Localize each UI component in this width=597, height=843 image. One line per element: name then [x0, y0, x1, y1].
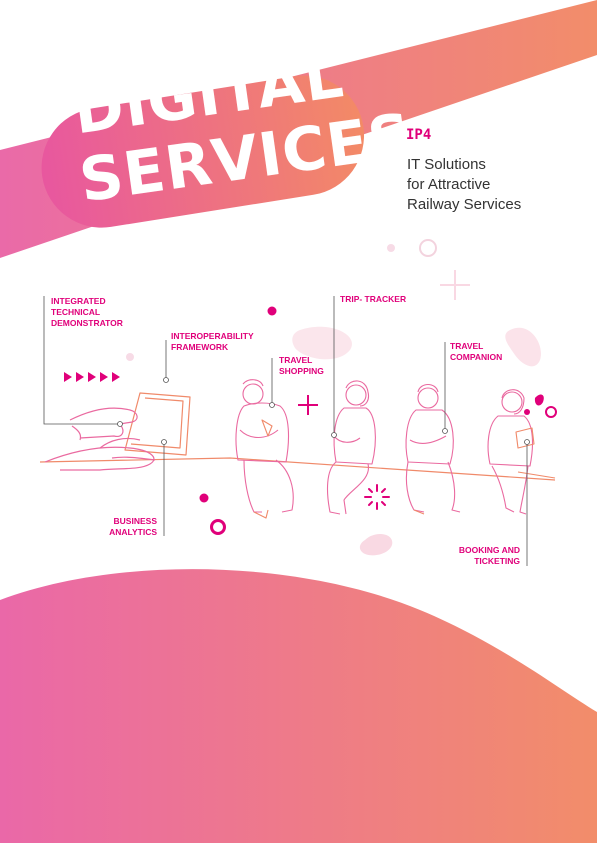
deco-blob-3 — [359, 533, 393, 556]
passenger-figure-1 — [235, 379, 294, 519]
deco-dot — [199, 493, 209, 503]
title-pill — [41, 75, 365, 228]
programme-code: IP4 — [406, 127, 432, 143]
bench-line — [39, 457, 556, 481]
deco-leaf — [534, 394, 544, 406]
footer-wave — [0, 569, 597, 843]
label-trip-tracker: TRIP- TRACKER — [340, 294, 407, 304]
deco-circle-outline — [419, 239, 437, 257]
passenger-figure-2 — [326, 380, 376, 515]
deco-ring — [545, 406, 557, 418]
deco-blob-2 — [292, 326, 352, 360]
deco-plus-light — [440, 270, 470, 300]
deco-dot-light — [387, 244, 395, 252]
label-interoperability-framework: INTEROPERABILITY FRAMEWORK — [171, 331, 254, 352]
subtitle-line-1: IT Solutions — [407, 156, 486, 173]
label-integrated-technical-demonstrator: INTEGRATED TECHNICAL DEMONSTRATOR — [51, 296, 123, 328]
deco-sparkle — [364, 484, 390, 510]
arrow-triangles-icon — [64, 372, 120, 382]
passenger-figure-4 — [487, 389, 556, 515]
label-travel-shopping: TRAVEL SHOPPING — [279, 355, 324, 376]
deco-plus — [298, 395, 318, 415]
subtitle-line-2: for Attractive — [407, 176, 491, 193]
deco-ring-light — [126, 353, 134, 361]
deco-dot — [267, 306, 277, 316]
subtitle-line-3: Railway Services — [407, 196, 522, 213]
deco-dot — [524, 409, 530, 415]
label-travel-companion: TRAVEL COMPANION — [450, 341, 503, 362]
deco-ring — [210, 519, 226, 535]
passenger-figure-3 — [405, 383, 461, 515]
label-business-analytics: BUSINESS ANALYTICS — [109, 516, 157, 537]
callout-lines — [43, 296, 530, 566]
hands-tablet-drawing — [44, 392, 191, 471]
label-booking-and-ticketing: BOOKING AND TICKETING — [458, 545, 520, 566]
deco-blob — [505, 327, 541, 367]
